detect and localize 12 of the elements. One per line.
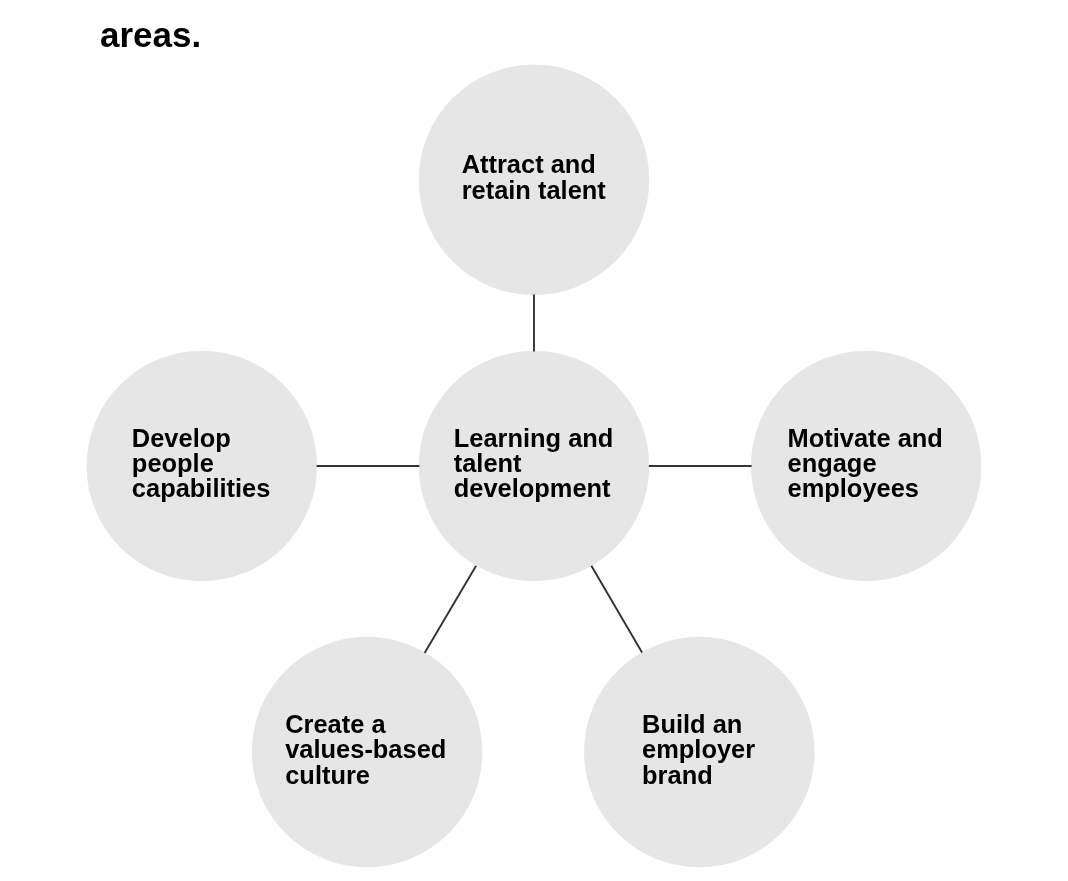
connector xyxy=(423,564,478,654)
connector xyxy=(647,464,753,467)
node-circle: Build an employer brand xyxy=(584,636,815,868)
node-circle: Develop people capabilities xyxy=(86,350,318,582)
node-circle: Attract and retain talent xyxy=(418,64,650,296)
node-circle: Motivate and engage employees xyxy=(750,350,982,582)
connector xyxy=(533,293,535,353)
node-circle: Learning and talent development xyxy=(418,350,650,582)
connector xyxy=(590,564,643,654)
diagram-title: areas. xyxy=(100,15,202,55)
node-circle: Create a values-based culture xyxy=(251,636,483,868)
connector xyxy=(315,464,421,467)
